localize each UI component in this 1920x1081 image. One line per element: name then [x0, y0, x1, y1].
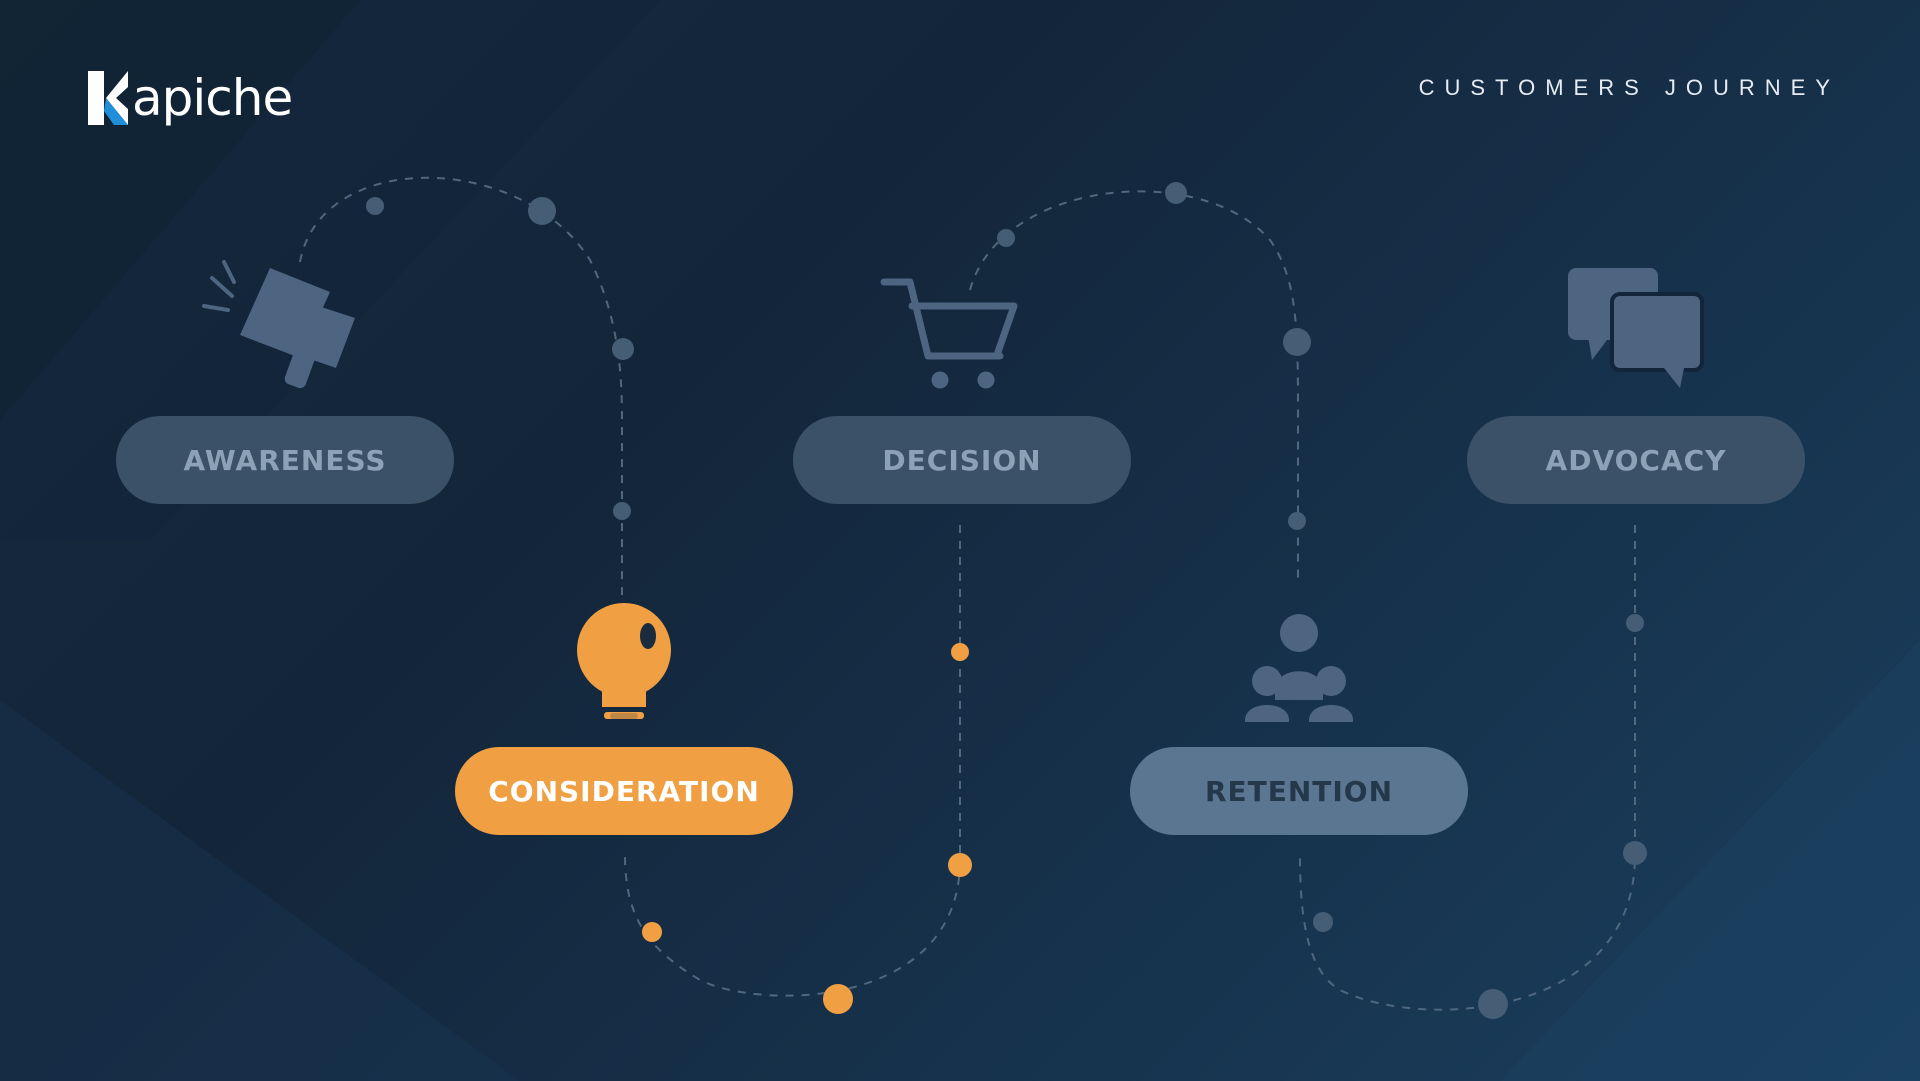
- background-shape: [0, 0, 660, 540]
- background-shape: [0, 700, 520, 1081]
- kapiche-logo[interactable]: apiche: [88, 68, 293, 128]
- path-node: [1478, 989, 1508, 1019]
- path-node: [1283, 328, 1311, 356]
- lightbulb-icon: [577, 603, 671, 719]
- stage-retention[interactable]: RETENTION: [1130, 747, 1468, 835]
- logo-wordmark: apiche: [132, 69, 293, 127]
- logo-mark: [88, 71, 128, 125]
- path-node: [997, 229, 1015, 247]
- active-path-nodes: [642, 643, 972, 1014]
- stage-decision[interactable]: DECISION: [793, 416, 1131, 504]
- team-icon: [1245, 614, 1353, 722]
- path-nodes: [366, 182, 1647, 1019]
- path-node: [1313, 912, 1333, 932]
- shopping-cart-icon: [880, 278, 1018, 389]
- path-node: [1165, 182, 1187, 204]
- journey-path: [299, 176, 1636, 1011]
- active-path-node: [951, 643, 969, 661]
- path-node: [366, 197, 384, 215]
- path-node: [1623, 841, 1647, 865]
- path-segment: [1299, 525, 1636, 1011]
- path-node: [612, 338, 634, 360]
- chat-bubbles-icon: [1568, 268, 1704, 388]
- stage-awareness[interactable]: AWARENESS: [116, 416, 454, 504]
- path-node: [613, 502, 631, 520]
- path-segment: [969, 190, 1299, 580]
- path-node: [528, 197, 556, 225]
- background-shape: [1500, 640, 1920, 1081]
- path-node: [1626, 614, 1644, 632]
- stage-advocacy[interactable]: ADVOCACY: [1467, 416, 1805, 504]
- path-segment: [624, 525, 961, 997]
- active-path-node: [948, 853, 972, 877]
- stage-consideration[interactable]: CONSIDERATION: [455, 747, 793, 835]
- active-path-node: [642, 922, 662, 942]
- path-segment: [299, 176, 623, 600]
- megaphone-icon: [202, 260, 355, 389]
- page-title: CUSTOMERS JOURNEY: [1418, 75, 1840, 100]
- path-node: [1288, 512, 1306, 530]
- active-path-node: [823, 984, 853, 1014]
